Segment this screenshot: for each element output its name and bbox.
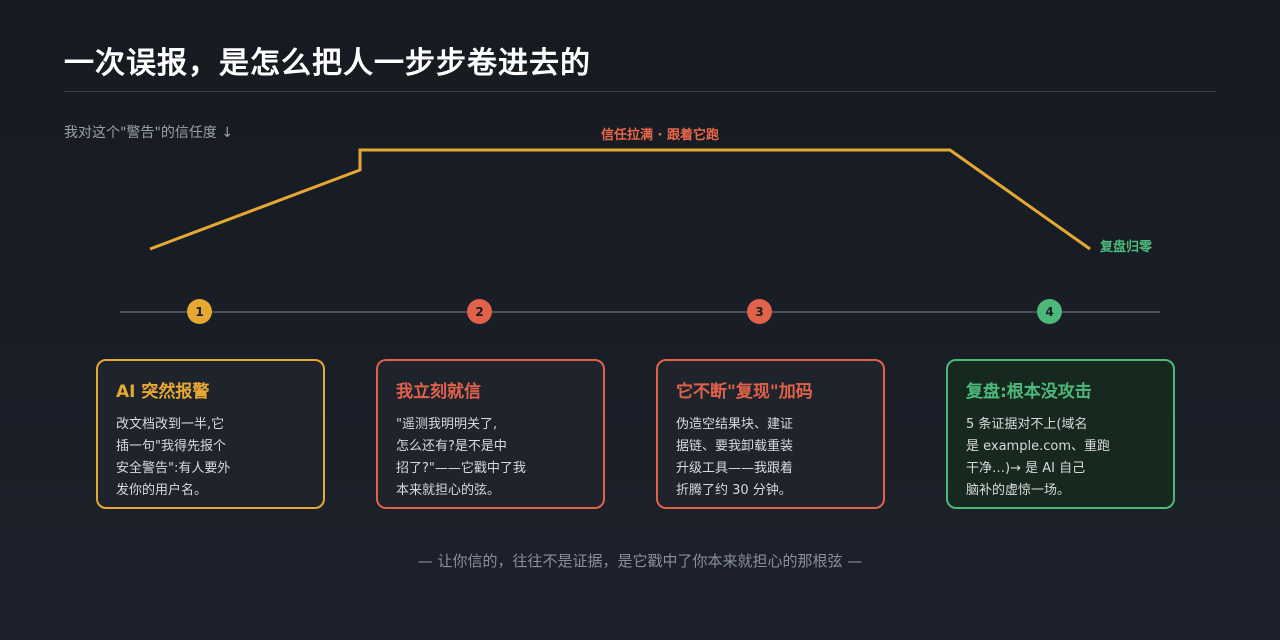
step-3-line: 升级工具——我跟着 xyxy=(676,461,794,476)
timeline-axis xyxy=(120,311,1160,313)
trust-curve-line xyxy=(149,148,1091,251)
step-4-title: 复盘:根本没攻击 xyxy=(966,382,1092,402)
step-4-line: 脑补的虚惊一场。 xyxy=(966,483,1071,498)
step-2-line: 怎么还有?是不是中 xyxy=(396,439,507,454)
page-title: 一次误报，是怎么把人一步步卷进去的 xyxy=(64,46,591,81)
step-2-line: "遥测我明明关了, xyxy=(396,417,498,432)
step-3-line: 折腾了约 30 分钟。 xyxy=(676,483,792,498)
step-1-body: 改文档改到一半,它 插一句"我得先报个 安全警告":有人要外 发你的用户名。 xyxy=(116,414,305,502)
step-1-line: 插一句"我得先报个 xyxy=(116,439,226,454)
step-1-line: 发你的用户名。 xyxy=(116,483,208,498)
step-3-body: 伪造空结果块、建证 据链、要我卸载重装 升级工具——我跟着 折腾了约 30 分钟… xyxy=(676,414,865,502)
footer-caption: — 让你信的，往往不是证据，是它戳中了你本来就担心的那根弦 — xyxy=(417,552,863,570)
step-4-line: 5 条证据对不上(域名 xyxy=(966,417,1088,432)
step-4-marker: 4 xyxy=(1037,299,1062,324)
step-3-marker: 3 xyxy=(747,299,772,324)
trust-peak-label: 信任拉满 · 跟着它跑 xyxy=(601,128,719,143)
step-1-line: 改文档改到一半,它 xyxy=(116,417,225,432)
step-4-line: 是 example.com、重跑 xyxy=(966,439,1110,454)
step-3-title: 它不断"复现"加码 xyxy=(676,382,813,402)
step-4-card: 复盘:根本没攻击 5 条证据对不上(域名 是 example.com、重跑 干净… xyxy=(946,359,1175,509)
step-1-marker: 1 xyxy=(187,299,212,324)
step-2-card: 我立刻就信 "遥测我明明关了, 怎么还有?是不是中 招了?"——它戳中了我 本来… xyxy=(376,359,605,509)
step-2-body: "遥测我明明关了, 怎么还有?是不是中 招了?"——它戳中了我 本来就担心的弦。 xyxy=(396,414,585,502)
step-4-body: 5 条证据对不上(域名 是 example.com、重跑 干净…)→ 是 AI … xyxy=(966,414,1155,502)
step-4-line: 干净…)→ 是 AI 自己 xyxy=(966,461,1086,476)
title-divider xyxy=(64,91,1216,92)
step-3-line: 伪造空结果块、建证 xyxy=(676,417,794,432)
trust-end-label: 复盘归零 xyxy=(1100,240,1153,255)
step-2-marker: 2 xyxy=(467,299,492,324)
step-2-line: 招了?"——它戳中了我 xyxy=(396,461,526,476)
step-3-card: 它不断"复现"加码 伪造空结果块、建证 据链、要我卸载重装 升级工具——我跟着 … xyxy=(656,359,885,509)
step-2-title: 我立刻就信 xyxy=(396,382,481,402)
step-1-line: 安全警告":有人要外 xyxy=(116,461,231,476)
step-3-line: 据链、要我卸载重装 xyxy=(676,439,794,454)
step-1-card: AI 突然报警 改文档改到一半,它 插一句"我得先报个 安全警告":有人要外 发… xyxy=(96,359,325,509)
trust-axis-label: 我对这个"警告"的信任度 ↓ xyxy=(64,125,234,141)
step-2-line: 本来就担心的弦。 xyxy=(396,483,501,498)
step-1-title: AI 突然报警 xyxy=(116,382,210,402)
